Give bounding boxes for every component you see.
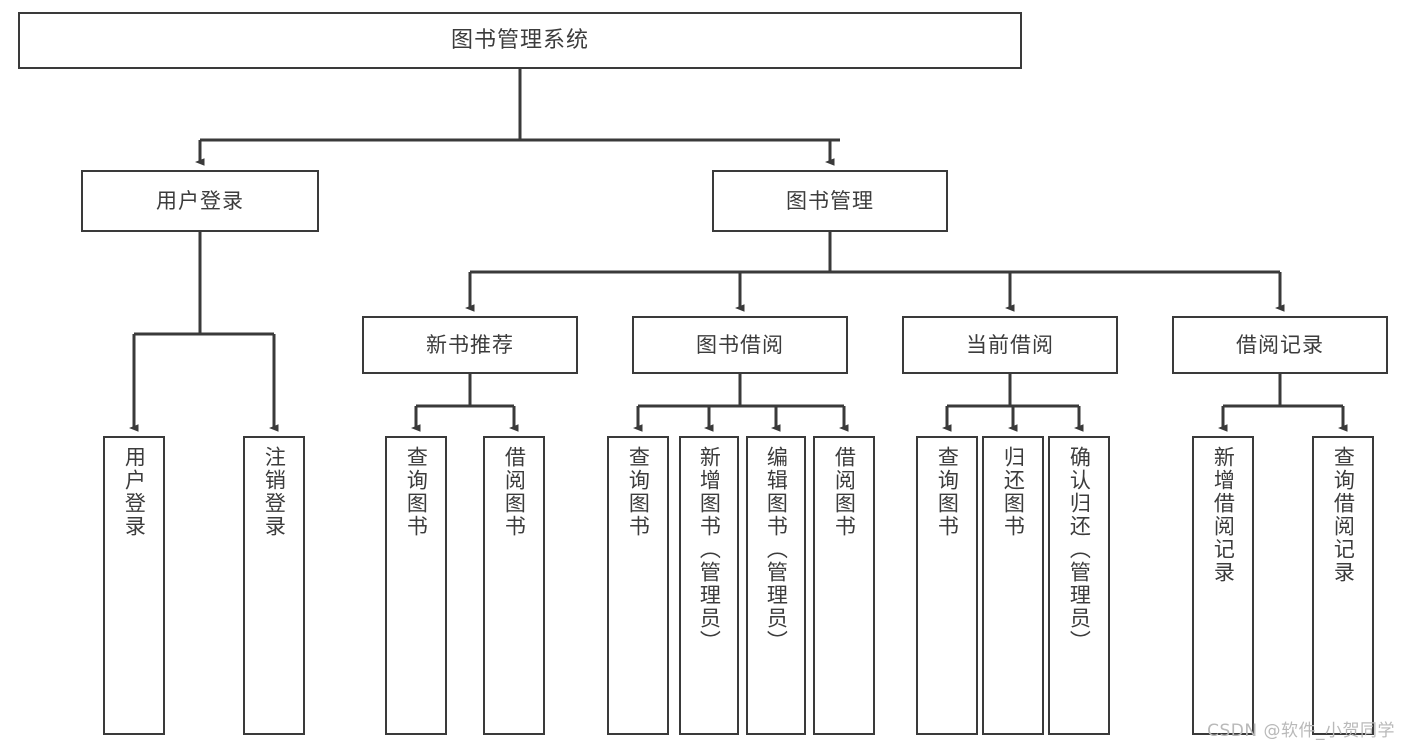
node-leaf-user-logout[interactable]: 注销登录 — [243, 436, 305, 735]
node-leaf-query-record-label: 查询借阅记录 — [1331, 446, 1356, 584]
node-leaf-query-book-2-label: 查询图书 — [626, 446, 651, 538]
node-book-borrow-label: 图书借阅 — [696, 332, 784, 357]
node-user-login[interactable]: 用户登录 — [81, 170, 319, 232]
node-leaf-return-book-label: 归还图书 — [1001, 446, 1026, 538]
node-leaf-borrow-book-2[interactable]: 借阅图书 — [813, 436, 875, 735]
node-leaf-confirm-return[interactable]: 确认归还（管理员） — [1048, 436, 1110, 735]
node-leaf-query-book-3-label: 查询图书 — [935, 446, 960, 538]
node-current-borrow[interactable]: 当前借阅 — [902, 316, 1118, 374]
node-leaf-query-record[interactable]: 查询借阅记录 — [1312, 436, 1374, 735]
node-borrow-record-label: 借阅记录 — [1236, 332, 1324, 357]
node-leaf-confirm-return-label: 确认归还（管理员） — [1067, 446, 1092, 653]
node-leaf-user-login[interactable]: 用户登录 — [103, 436, 165, 735]
node-leaf-borrow-book-1-label: 借阅图书 — [502, 446, 527, 538]
node-borrow-record[interactable]: 借阅记录 — [1172, 316, 1388, 374]
watermark-text: CSDN @软件_小贺同学 — [1207, 721, 1395, 741]
node-leaf-edit-book[interactable]: 编辑图书（管理员） — [746, 436, 806, 735]
node-leaf-add-book[interactable]: 新增图书（管理员） — [679, 436, 739, 735]
node-book-borrow[interactable]: 图书借阅 — [632, 316, 848, 374]
node-leaf-return-book[interactable]: 归还图书 — [982, 436, 1044, 735]
node-leaf-borrow-book-2-label: 借阅图书 — [832, 446, 857, 538]
node-new-book-recommend-label: 新书推荐 — [426, 332, 514, 357]
node-leaf-query-book-2[interactable]: 查询图书 — [607, 436, 669, 735]
node-root-label: 图书管理系统 — [450, 27, 589, 53]
node-root-system[interactable]: 图书管理系统 — [18, 12, 1022, 69]
node-leaf-user-logout-label: 注销登录 — [262, 446, 287, 538]
node-leaf-query-book-1[interactable]: 查询图书 — [385, 436, 447, 735]
node-leaf-add-book-label: 新增图书（管理员） — [697, 446, 722, 653]
node-current-borrow-label: 当前借阅 — [966, 332, 1054, 357]
node-leaf-query-book-1-label: 查询图书 — [404, 446, 429, 538]
node-new-book-recommend[interactable]: 新书推荐 — [362, 316, 578, 374]
node-leaf-borrow-book-1[interactable]: 借阅图书 — [483, 436, 545, 735]
node-book-manage-label: 图书管理 — [786, 188, 874, 213]
node-leaf-query-book-3[interactable]: 查询图书 — [916, 436, 978, 735]
node-leaf-add-record-label: 新增借阅记录 — [1211, 446, 1236, 584]
node-leaf-edit-book-label: 编辑图书（管理员） — [764, 446, 789, 653]
node-user-login-label: 用户登录 — [156, 188, 244, 213]
node-leaf-add-record[interactable]: 新增借阅记录 — [1192, 436, 1254, 735]
node-book-manage[interactable]: 图书管理 — [712, 170, 948, 232]
node-leaf-user-login-label: 用户登录 — [122, 446, 147, 538]
